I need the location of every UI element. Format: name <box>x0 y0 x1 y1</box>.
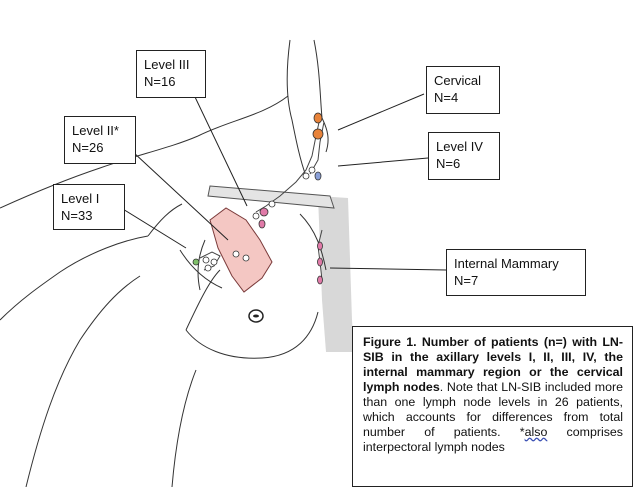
level-iv-label: Level IV N=6 <box>428 132 500 180</box>
level-iv-count: N=6 <box>436 156 461 171</box>
cervical-node <box>312 128 324 140</box>
caption-bold: Figure 1. Number of patients (n=) with L… <box>363 335 623 394</box>
level-ii-node <box>242 254 250 262</box>
sternum-region <box>318 196 354 352</box>
nipple-marker <box>248 309 264 323</box>
level-iii-label: Level III N=16 <box>136 50 206 98</box>
internal-mammary-node <box>317 241 323 251</box>
level-ii-count: N=26 <box>72 140 104 155</box>
torso-outline <box>0 39 329 487</box>
internal-mammary-name: Internal Mammary <box>454 256 559 271</box>
level-i-node <box>202 256 210 264</box>
level-i-node <box>210 258 218 266</box>
lymph-nodes <box>192 112 324 285</box>
level-iii-node <box>258 219 266 229</box>
level-i-node <box>204 264 212 272</box>
level-iv-node <box>314 171 322 181</box>
clavicle <box>207 185 335 209</box>
level-i-name: Level I <box>61 191 100 206</box>
caption-text: . Note that LN-SIB included more than on… <box>363 380 623 439</box>
level-iv-name: Level IV <box>436 139 483 154</box>
level-iii-count: N=16 <box>144 74 176 89</box>
level-iii-node <box>268 200 276 208</box>
level-ii-name: Level II* <box>72 123 119 138</box>
internal-mammary-count: N=7 <box>454 273 479 288</box>
caption-footnote-word: also <box>524 425 548 439</box>
figure-caption: Figure 1. Number of patients (n=) with L… <box>352 326 633 487</box>
connector-lines <box>117 75 447 271</box>
internal-mammary-node <box>317 257 323 267</box>
level-ii-region <box>209 207 273 293</box>
internal-mammary-label: Internal Mammary N=7 <box>446 249 586 296</box>
level-iv-node <box>302 172 310 180</box>
level-i-label: Level I N=33 <box>53 184 125 230</box>
cervical-label: Cervical N=4 <box>426 66 500 114</box>
internal-mammary-node <box>317 275 323 285</box>
level-ii-node <box>232 250 240 258</box>
cervical-node <box>313 112 323 124</box>
caption-footnote-rest: comprises interpectoral lymph nodes <box>363 425 623 454</box>
level-i-node <box>192 258 200 266</box>
caption-footnote-star: * <box>519 425 525 439</box>
level-iii-node <box>259 207 269 217</box>
level-iii-node <box>252 212 260 220</box>
cervical-count: N=4 <box>434 90 459 105</box>
level-iv-node <box>308 166 316 174</box>
level-i-count: N=33 <box>61 208 93 223</box>
level-ii-label: Level II* N=26 <box>64 116 136 164</box>
cervical-name: Cervical <box>434 73 481 88</box>
level-iii-name: Level III <box>144 57 190 72</box>
